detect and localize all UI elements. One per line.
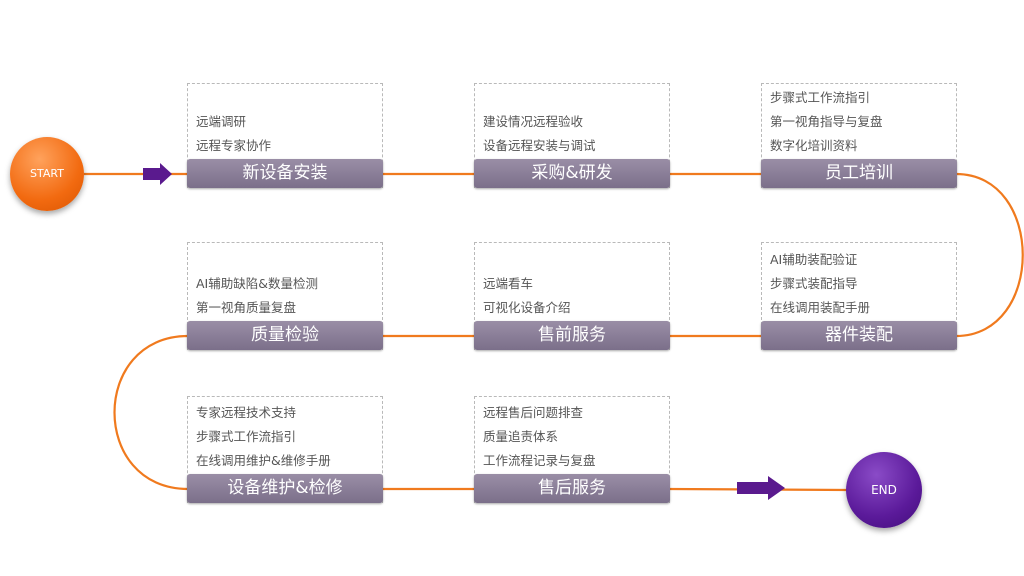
step-title: 质量检验 [187, 321, 383, 350]
step-item: 工作流程记录与复盘 [483, 453, 596, 468]
connector-left-loop [113, 334, 189, 491]
step-card-new-equipment-install: 远端调研 远程专家协作 新设备安装 [187, 83, 383, 188]
step-item: AI辅助缺陷&数量检测 [196, 276, 318, 291]
step-title: 员工培训 [761, 159, 957, 188]
step-card-quality-inspection: AI辅助缺陷&数量检测 第一视角质量复盘 质量检验 [187, 242, 383, 350]
step-item: 远程专家协作 [196, 138, 272, 153]
step-card-procurement-rd: 建设情况远程验收 设备远程安装与调试 采购&研发 [474, 83, 670, 188]
step-card-presales-service: 远端看车 可视化设备介绍 售前服务 [474, 242, 670, 350]
step-item: 远程售后问题排查 [483, 405, 584, 420]
step-item: 建设情况远程验收 [483, 114, 584, 129]
step-card-employee-training: 步骤式工作流指引 第一视角指导与复盘 数字化培训资料 员工培训 [761, 83, 957, 188]
step-item: 在线调用装配手册 [770, 300, 871, 315]
step-title: 采购&研发 [474, 159, 670, 188]
step-card-maintenance-repair: 专家远程技术支持 步骤式工作流指引 在线调用维护&维修手册 设备维护&检修 [187, 396, 383, 503]
step-item: 数字化培训资料 [770, 138, 858, 153]
step-item: 设备远程安装与调试 [483, 138, 596, 153]
step-card-component-assembly: AI辅助装配验证 步骤式装配指导 在线调用装配手册 器件装配 [761, 242, 957, 350]
step-card-aftersales-service: 远程售后问题排查 质量追责体系 工作流程记录与复盘 售后服务 [474, 396, 670, 503]
step-item: 步骤式工作流指引 [196, 429, 297, 444]
connector-right-loop [955, 172, 1024, 338]
start-node: START [10, 137, 84, 211]
step-item: 可视化设备介绍 [483, 300, 571, 315]
step-item: 质量追责体系 [483, 429, 559, 444]
arrow-end [737, 476, 785, 500]
step-item: AI辅助装配验证 [770, 252, 858, 267]
step-item: 第一视角质量复盘 [196, 300, 297, 315]
step-title: 设备维护&检修 [187, 474, 383, 503]
step-item: 步骤式装配指导 [770, 276, 858, 291]
step-title: 售前服务 [474, 321, 670, 350]
step-title: 器件装配 [761, 321, 957, 350]
step-item: 专家远程技术支持 [196, 405, 297, 420]
step-item: 第一视角指导与复盘 [770, 114, 883, 129]
end-node: END [846, 452, 922, 528]
step-item: 远端调研 [196, 114, 247, 129]
arrow-start [143, 163, 172, 185]
step-title: 新设备安装 [187, 159, 383, 188]
step-title: 售后服务 [474, 474, 670, 503]
step-item: 远端看车 [483, 276, 534, 291]
step-item: 步骤式工作流指引 [770, 90, 871, 105]
step-item: 在线调用维护&维修手册 [196, 453, 331, 468]
